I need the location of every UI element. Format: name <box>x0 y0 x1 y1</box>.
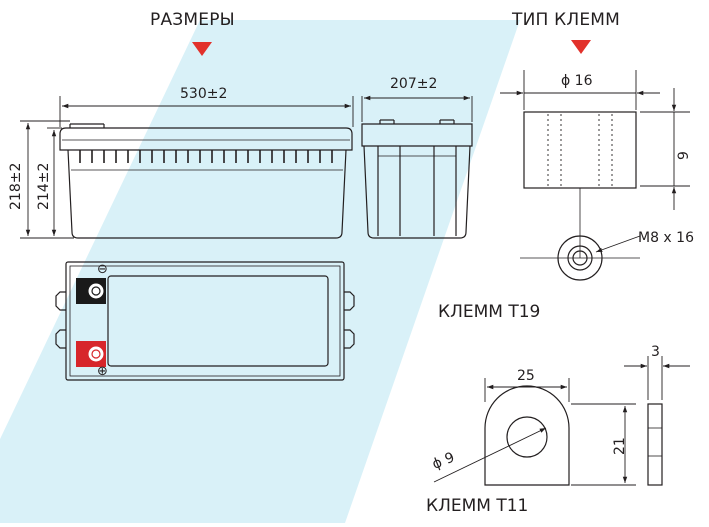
dimension-width-lines <box>361 95 473 122</box>
dimension-length-lines <box>59 96 354 127</box>
background-band <box>0 20 520 523</box>
t11-thickness-label: 3 <box>651 344 660 360</box>
battery-side-view <box>361 119 473 239</box>
terminal-t11-dimensions <box>433 356 690 486</box>
t19-height-label: 9 <box>676 151 692 160</box>
dimension-width-label: 207±2 <box>390 76 438 92</box>
dimensions-header: РАЗМЕРЫ <box>150 10 235 30</box>
dimension-length-label: 530±2 <box>180 86 228 102</box>
terminal-type-header: ТИП КЛЕММ <box>512 10 621 30</box>
terminal-t11-drawing <box>484 385 663 486</box>
terminal-type-marker-icon <box>571 40 591 54</box>
battery-front-view <box>59 123 353 239</box>
t19-thread-label: M8 x 16 <box>638 230 694 246</box>
dimensions-marker-icon <box>192 42 212 56</box>
positive-symbol: ⊕ <box>97 364 108 379</box>
terminal-t19-dimensions <box>500 70 690 253</box>
t19-diameter-label: ϕ 16 <box>561 73 593 89</box>
battery-top-view <box>55 261 355 381</box>
dimension-total-height-label: 218±2 <box>8 162 24 210</box>
negative-symbol: ⊖ <box>97 262 108 277</box>
dimension-height-lines <box>20 120 74 239</box>
t11-caption: КЛЕММ Т11 <box>426 496 529 516</box>
positive-terminal <box>76 341 106 367</box>
dimension-case-height-label: 214±2 <box>36 162 52 210</box>
t11-height-label: 21 <box>612 437 628 455</box>
terminal-t19-drawing <box>520 111 640 281</box>
negative-terminal <box>76 278 106 304</box>
t19-caption: КЛЕММ Т19 <box>438 302 541 322</box>
t11-width-label: 25 <box>517 368 535 384</box>
case-ribs <box>79 150 333 163</box>
